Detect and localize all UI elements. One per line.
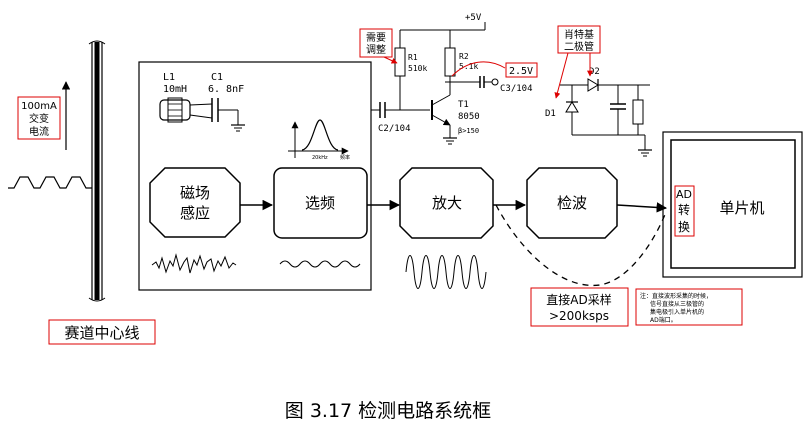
block-detect-label: 检波 [557,194,587,212]
schottky-note-line-2: 二极管 [564,40,594,53]
t1-type: 8050 [458,112,480,122]
d1-name: D1 [545,109,556,119]
r2-value: 5.1k [459,62,478,71]
block-sensing-line-1: 磁场 [180,184,210,202]
d2-diode-icon [587,78,599,92]
frequency-response-sketch: 20kHz 频率 [288,119,350,161]
footnote-box [635,288,743,326]
t1-name: T1 [458,100,469,110]
schottky-pointer-d1 [554,52,569,99]
adjust-note-line-1: 需要 [366,32,386,44]
current-source-area: 100mA 交变 电流 [8,81,92,189]
mcu-label: 单片机 [719,199,764,217]
mcu-frame-inner [670,139,796,269]
l1-value: 10mH [163,84,187,95]
ad-label-line-3: 换 [678,220,690,234]
footnote-line-2: 信号直接从三极管的 [650,300,704,308]
block-sensing-line-2: 感应 [180,204,210,222]
freq-axis-unit: 20kHz [312,155,328,161]
current-label-line-1: 100mA [21,101,57,112]
noisy-induced-signal [151,253,237,274]
block-detect [526,167,618,239]
footnote-line-3: 集电极引入单片机的 [650,308,704,316]
track-label: 赛道中心线 [64,324,139,342]
ad-label-line-2: 转 [678,202,690,217]
c1-value: 6. 8nF [208,84,244,95]
r1-name: R1 [408,53,418,62]
current-label-line-2: 交变 [29,112,49,125]
vcc-label: +5V [465,13,482,23]
ad-label-line-1: AD [676,188,692,201]
direct-ad-line-1: 直接AD采样 [546,292,611,307]
r2-resistor-icon [444,47,456,77]
block-select-label: 选频 [305,194,335,212]
ad-converter-box [674,185,695,237]
footnote-line-1: 注：直接波形采集的时候， [640,292,712,300]
inductor-l1-capacitor-c1: L1 10mH C1 6. 8nF [159,72,245,132]
d1-diode-icon [565,101,579,113]
square-wave-signal [8,176,92,189]
c2-label: C2/104 [378,124,411,134]
filtered-signal-wave [279,260,361,268]
bias-voltage-label: 2.5V [509,66,533,77]
amplified-signal-wave [405,255,487,289]
current-label-box [17,96,61,140]
figure-caption: 图 3.17 检测电路系统框 [285,400,491,422]
adjust-note-box [359,28,393,58]
bias-voltage-box [505,62,538,78]
mcu-frame-outer [662,131,803,278]
r2-name: R2 [459,52,469,61]
sensor-board-frame [138,61,372,291]
r1-resistor-icon [394,47,406,77]
amplifier-circuit: +5V R1 510k R2 5.1k C2/104 T1 8050 β>150 [371,13,533,145]
current-label-line-3: 电流 [29,125,49,138]
freq-axis-label: 频率 [340,154,350,161]
direct-ad-note-box [530,287,629,327]
t1-beta: β>150 [458,127,479,135]
schottky-note-line-1: 肖特基 [564,28,594,41]
track-center-line [88,40,106,302]
d2-name: D2 [589,67,600,77]
track-label-box [48,319,156,345]
l1-name: L1 [163,72,175,83]
schottky-note-box [557,25,601,54]
detector-circuit: D2 D1 [545,67,652,157]
block-frequency-select [273,167,368,239]
adjust-note-pointer [383,56,398,64]
footnote-line-4: AD端口。 [650,316,677,324]
arrow-detect-to-ad [616,202,668,213]
c1-name: C1 [211,72,223,83]
direct-ad-line-2: >200ksps [549,309,609,323]
direct-ad-dashed-path [495,204,667,287]
detector-resistor-icon [632,99,644,125]
block-amplify [399,167,494,239]
block-amplify-label: 放大 [432,194,462,212]
c3-label: C3/104 [500,84,533,94]
bias-voltage-pointer [451,61,506,77]
r1-value: 510k [408,64,427,73]
adjust-note-line-2: 调整 [366,43,386,56]
block-magnetic-sensing [149,167,241,238]
